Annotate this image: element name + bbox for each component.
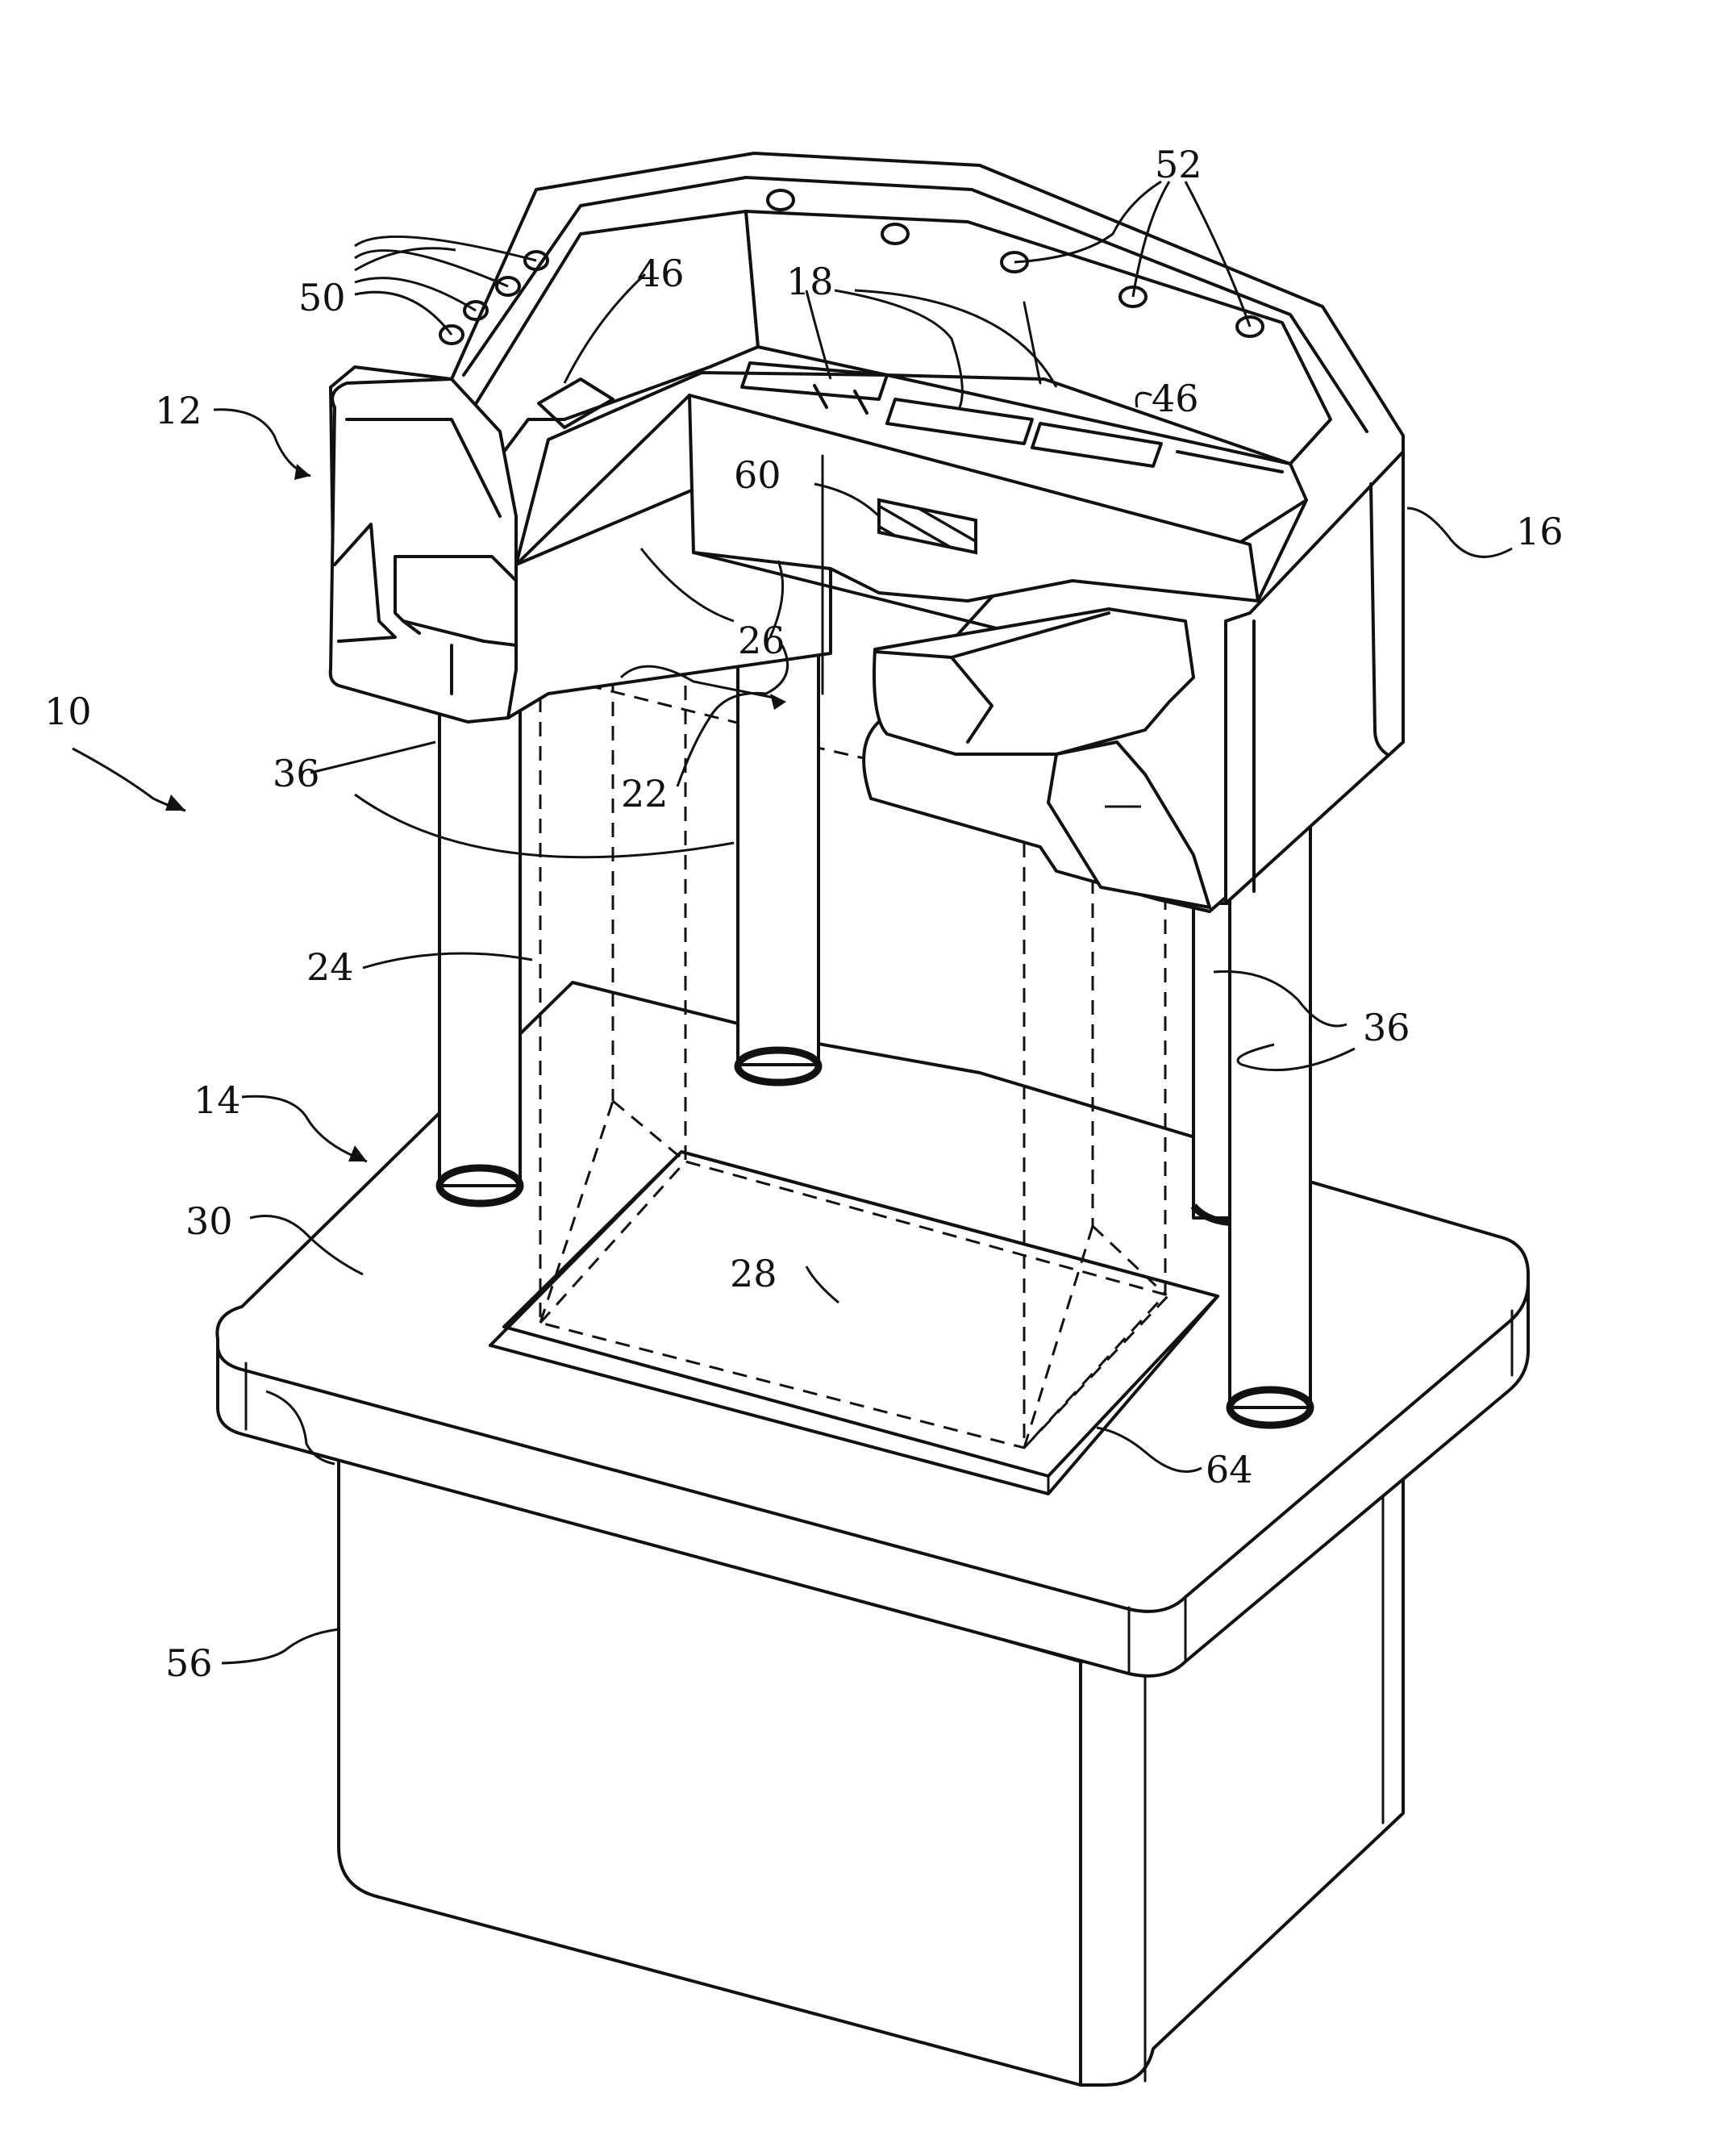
left-housing: [331, 379, 516, 722]
label-30: 30: [185, 1199, 233, 1243]
label-16: 16: [1516, 510, 1564, 553]
label-60: 60: [734, 453, 781, 497]
label-18: 18: [786, 260, 834, 303]
label-50: 50: [298, 276, 346, 319]
label-36-left: 36: [273, 752, 320, 795]
label-24: 24: [306, 945, 354, 989]
label-28: 28: [730, 1252, 777, 1295]
label-14: 14: [194, 1078, 241, 1122]
label-64: 64: [1206, 1448, 1253, 1491]
label-10: 10: [44, 690, 92, 733]
label-22: 22: [621, 772, 669, 815]
label-36-right: 36: [1363, 1006, 1410, 1049]
label-56: 56: [165, 1641, 213, 1685]
label-46-right: 46: [1152, 377, 1199, 420]
label-26: 26: [738, 619, 785, 662]
label-46-left: 46: [637, 252, 685, 295]
label-52: 52: [1155, 143, 1202, 186]
label-12: 12: [155, 389, 202, 432]
